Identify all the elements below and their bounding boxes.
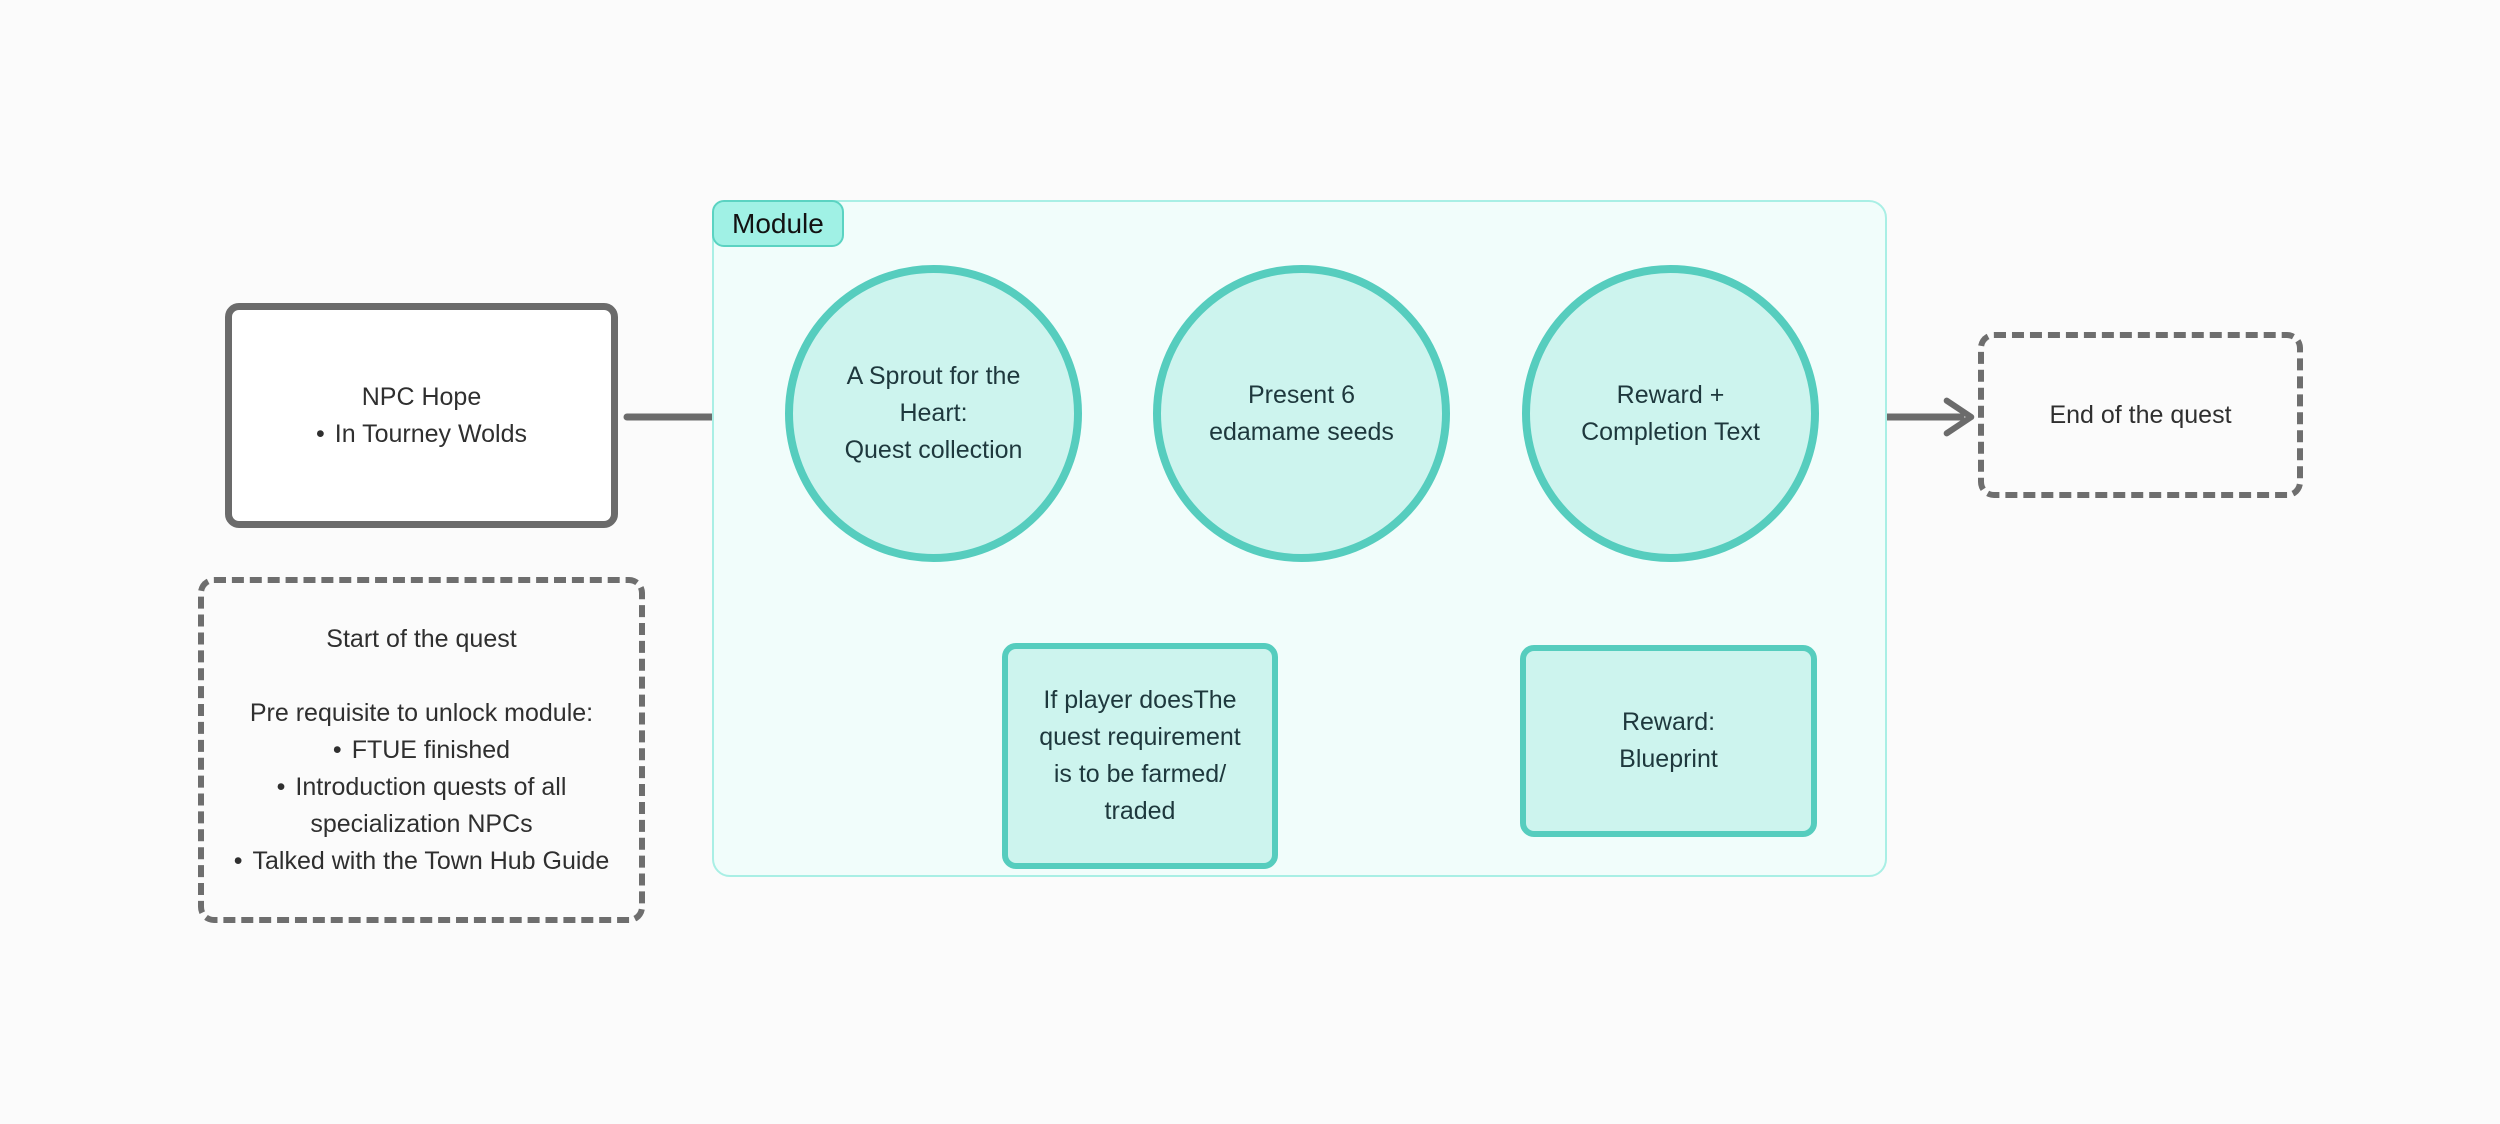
node-reward-completion[interactable]: Reward + Completion Text: [1522, 265, 1819, 562]
node-reward-blueprint[interactable]: Reward: Blueprint: [1520, 645, 1817, 837]
bullet-glyph: •: [315, 419, 325, 448]
reward-blueprint-text: Reward: Blueprint: [1619, 708, 1718, 773]
node-end-of-quest[interactable]: End of the quest: [1978, 332, 2303, 498]
module-label-text: Module: [732, 207, 824, 239]
node-fallback-requirement[interactable]: If player doesThe quest requirement is t…: [1002, 643, 1278, 869]
node-npc-hope[interactable]: NPC Hope •In Tourney Wolds: [225, 303, 618, 528]
end-of-quest-text: End of the quest: [2049, 400, 2232, 429]
bullet-glyph: •: [233, 846, 243, 875]
node-quest-collection[interactable]: A Sprout for the Heart: Quest collection: [785, 265, 1082, 562]
node-start-of-quest[interactable]: Start of the quest Pre requisite to unlo…: [198, 577, 645, 923]
node-present-seeds[interactable]: Present 6 edamame seeds: [1153, 265, 1450, 562]
present-seeds-text: Present 6 edamame seeds: [1209, 380, 1394, 446]
start-note-text: Start of the quest Pre requisite to unlo…: [204, 621, 639, 880]
bullet-glyph: •: [332, 735, 342, 764]
prerequisite-item: •FTUE finished: [332, 735, 511, 764]
npc-hope-bullet: •In Tourney Wolds: [315, 419, 527, 448]
quest-collection-text: A Sprout for the Heart: Quest collection: [844, 362, 1023, 464]
npc-hope-text: NPC Hope •In Tourney Wolds: [232, 379, 611, 453]
prerequisite-item: •Talked with the Town Hub Guide: [233, 846, 610, 875]
reward-completion-text: Reward + Completion Text: [1581, 380, 1760, 446]
blank-line: [212, 658, 631, 695]
fallback-text: If player doesThe quest requirement is t…: [1039, 686, 1241, 825]
npc-hope-title: NPC Hope: [361, 382, 482, 411]
prerequisite-item: •Introduction quests of all specializati…: [276, 772, 567, 838]
start-note-title: Start of the quest: [326, 624, 517, 653]
bullet-glyph: •: [276, 772, 286, 801]
module-group-label[interactable]: Module: [712, 200, 844, 247]
start-note-subtitle: Pre requisite to unlock module:: [249, 698, 594, 727]
